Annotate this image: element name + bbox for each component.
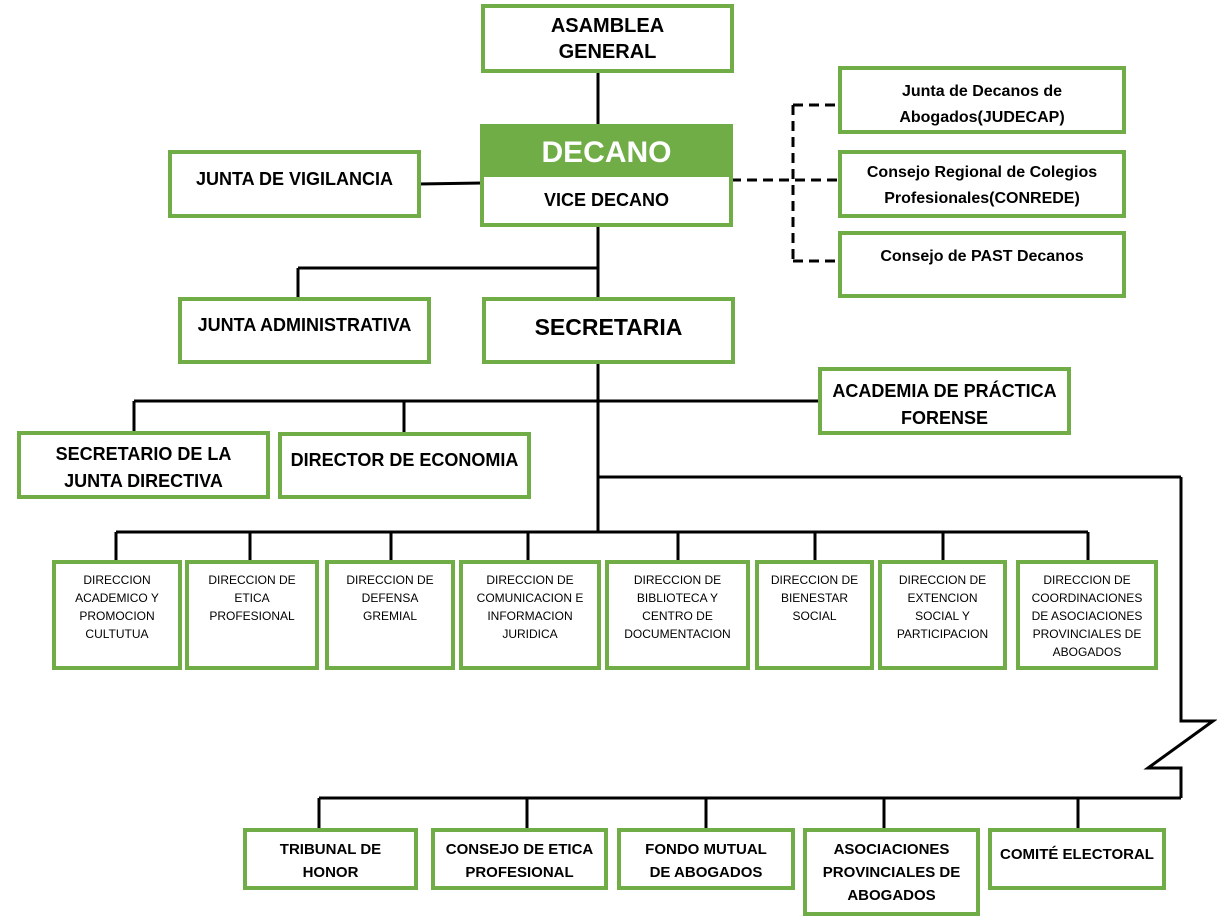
junta-vigilancia-label: JUNTA DE VIGILANCIA	[195, 169, 393, 189]
secretaria-box: SECRETARIA	[482, 297, 735, 364]
decano-header: DECANO	[484, 128, 729, 177]
asociaciones-label: ASOCIACIONES PROVINCIALES DE ABOGADOS	[822, 841, 961, 904]
academia-forense-box: ACADEMIA DE PRÁCTICA FORENSE	[818, 367, 1071, 435]
judecap-label: Junta de Decanos de Abogados(JUDECAP)	[899, 83, 1065, 126]
vice-decano-label: VICE DECANO	[543, 189, 669, 210]
past-decanos-box: Consejo de PAST Decanos	[838, 231, 1126, 298]
junta-administrativa-label: JUNTA ADMINISTRATIVA	[197, 315, 412, 335]
direccion-box: DIRECCION DE COORDINACIONES DE ASOCIACIO…	[1016, 560, 1158, 670]
direccion-label: DIRECCION ACADEMICO Y PROMOCION CULTUTUA	[75, 573, 159, 641]
direccion-label: DIRECCION DE ETICA PROFESIONAL	[208, 573, 296, 623]
direccion-box: DIRECCION DE DEFENSA GREMIAL	[325, 560, 455, 670]
decano-label: DECANO	[541, 135, 672, 169]
asamblea-general-box: ASAMBLEA GENERAL	[481, 4, 734, 73]
direccion-label: DIRECCION DE BIENESTAR SOCIAL	[770, 573, 859, 623]
junta-vigilancia-box: JUNTA DE VIGILANCIA	[168, 150, 421, 218]
direccion-label: DIRECCION DE BIBLIOTECA Y CENTRO DE DOCU…	[624, 573, 731, 641]
direccion-label: DIRECCION DE COMUNICACION E INFORMACION …	[476, 573, 584, 641]
direccion-box: DIRECCION DE BIENESTAR SOCIAL	[755, 560, 874, 670]
direccion-box: DIRECCION DE ETICA PROFESIONAL	[185, 560, 319, 670]
secretario-junta-box: SECRETARIO DE LA JUNTA DIRECTIVA	[17, 431, 270, 499]
bottom-box-consejo-etica: CONSEJO DE ETICA PROFESIONAL	[431, 828, 608, 890]
direccion-label: DIRECCION DE EXTENCION SOCIAL Y PARTICIP…	[896, 573, 989, 641]
direccion-box: DIRECCION DE BIBLIOTECA Y CENTRO DE DOCU…	[605, 560, 750, 670]
past-decanos-label: Consejo de PAST Decanos	[880, 248, 1084, 265]
direccion-box: DIRECCION ACADEMICO Y PROMOCION CULTUTUA	[52, 560, 182, 670]
direccion-box: DIRECCION DE EXTENCION SOCIAL Y PARTICIP…	[878, 560, 1007, 670]
fondo-mutual-label: FONDO MUTUAL DE ABOGADOS	[645, 841, 767, 881]
tribunal-honor-label: TRIBUNAL DE HONOR	[279, 841, 382, 881]
secretaria-label: SECRETARIA	[534, 314, 683, 340]
decano-box: DECANO VICE DECANO	[480, 124, 733, 227]
academia-forense-label: ACADEMIA DE PRÁCTICA FORENSE	[832, 381, 1057, 428]
bottom-box-comite: COMITÉ ELECTORAL	[988, 828, 1166, 890]
comite-electoral-label: COMITÉ ELECTORAL	[1000, 846, 1154, 863]
consejo-etica-label: CONSEJO DE ETICA PROFESIONAL	[445, 841, 594, 881]
conrede-box: Consejo Regional de Colegios Profesional…	[838, 150, 1126, 218]
junta-administrativa-box: JUNTA ADMINISTRATIVA	[178, 297, 431, 364]
bottom-box-asociaciones: ASOCIACIONES PROVINCIALES DE ABOGADOS	[803, 828, 980, 916]
conrede-label: Consejo Regional de Colegios Profesional…	[866, 164, 1098, 207]
secretario-junta-label: SECRETARIO DE LA JUNTA DIRECTIVA	[55, 444, 232, 491]
direccion-label: DIRECCION DE DEFENSA GREMIAL	[346, 573, 434, 623]
bottom-box-tribunal: TRIBUNAL DE HONOR	[243, 828, 418, 890]
director-economia-label: DIRECTOR DE ECONOMIA	[290, 450, 519, 470]
direccion-label: DIRECCION DE COORDINACIONES DE ASOCIACIO…	[1031, 573, 1143, 659]
asamblea-general-label: ASAMBLEA GENERAL	[550, 14, 665, 63]
director-economia-box: DIRECTOR DE ECONOMIA	[278, 432, 531, 499]
direccion-box: DIRECCION DE COMUNICACION E INFORMACION …	[459, 560, 601, 670]
bottom-box-fondo-mutual: FONDO MUTUAL DE ABOGADOS	[617, 828, 795, 890]
vice-decano-section: VICE DECANO	[484, 177, 729, 223]
judecap-box: Junta de Decanos de Abogados(JUDECAP)	[838, 66, 1126, 134]
